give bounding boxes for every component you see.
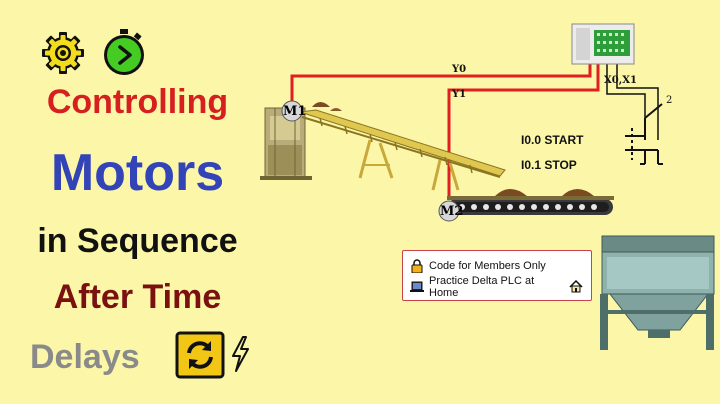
stopwatch-icon [104, 29, 144, 75]
wire-y0 [290, 62, 592, 103]
title-line-motors: Motors [50, 144, 225, 202]
switch-symbol [625, 103, 663, 165]
lightning-icon [232, 336, 249, 372]
motor-m2 [438, 200, 460, 222]
title-line-controlling: Controlling [46, 83, 229, 121]
gear-icon [42, 32, 84, 74]
io-stop-label: I0.1 STOP [521, 158, 577, 172]
wire-y1 [447, 62, 600, 200]
incline-conveyor [299, 102, 506, 191]
practice-link-label: Practice Delta PLC at Home [429, 274, 535, 299]
laptop-icon [409, 280, 425, 294]
motor-m2-label: M2 [440, 204, 464, 219]
io-start-label: I0.0 START [521, 133, 584, 147]
input-x0-x1-label: X0,X1 [604, 75, 637, 86]
hopper-icon [600, 235, 715, 350]
practice-link[interactable]: Practice Delta PLC at Home [409, 274, 585, 299]
output-y0-label: Y0 [452, 64, 467, 75]
horizontal-conveyor [447, 189, 614, 215]
home-icon [569, 279, 585, 294]
plc-device [571, 23, 635, 65]
title-line-after-time: After Time [53, 278, 222, 316]
lock-icon [409, 258, 425, 273]
motor-m1-label: M1 [283, 104, 307, 119]
refresh-icon [175, 331, 225, 379]
switch-number-label: 2 [666, 95, 673, 106]
output-y1-label: Y1 [452, 89, 467, 100]
members-link[interactable]: Code for Members Only [409, 255, 585, 276]
motor-m1 [281, 100, 303, 122]
members-link-label: Code for Members Only [429, 259, 546, 272]
title-line-delays: Delays [30, 338, 140, 376]
title-line-in-sequence: in Sequence [37, 222, 238, 260]
links-box: Code for Members Only Practice Delta PLC… [402, 250, 592, 301]
